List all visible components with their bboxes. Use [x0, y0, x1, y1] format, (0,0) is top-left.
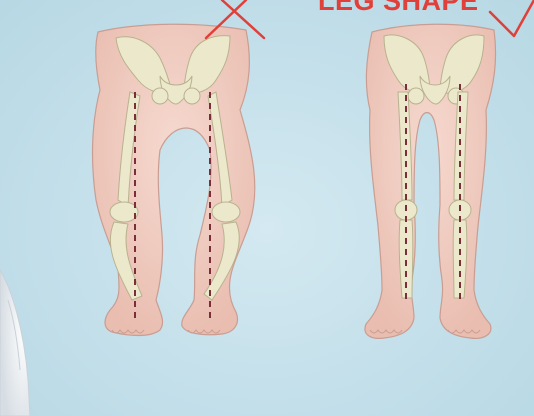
straight-legs-figure	[365, 24, 496, 338]
clothing-edge	[0, 270, 30, 416]
check-mark-icon	[490, 0, 534, 36]
bowed-legs-skin	[93, 24, 255, 335]
bowed-legs-figure	[93, 24, 255, 335]
